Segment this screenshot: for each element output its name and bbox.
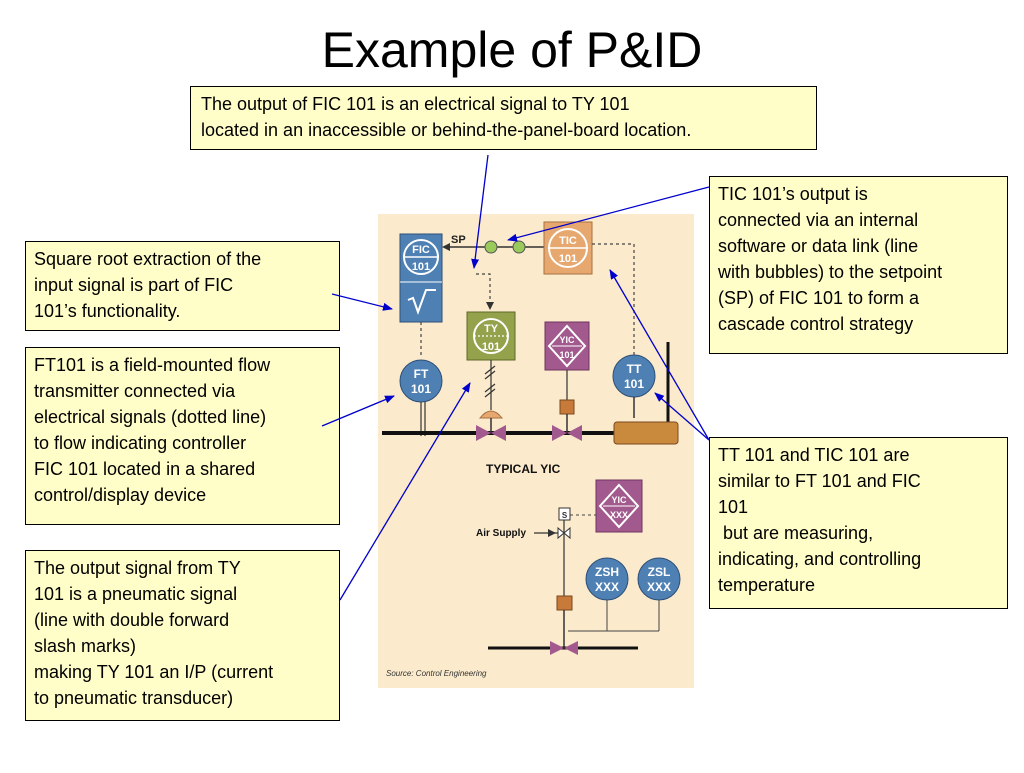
callout-line: electrical signals (dotted line) <box>34 407 267 427</box>
yic-tag: YIC <box>559 335 575 345</box>
tic-101-instrument: TIC 101 <box>543 221 593 275</box>
yic-xxx-number: XXX <box>610 510 628 520</box>
ft-number: 101 <box>411 382 431 396</box>
source-label: Source: Control Engineering <box>386 669 487 678</box>
solenoid-valve: S <box>557 507 571 608</box>
zsh-xxx-instrument: ZSH XXX <box>585 557 629 601</box>
callout-ty101-output: The output signal from TY 101 is a pneum… <box>25 550 340 721</box>
zsh-tag: ZSH <box>595 565 619 579</box>
callout-line: with bubbles) to the setpoint <box>718 262 943 282</box>
pid-diagram: SP FIC 101 TIC 101 TY 101 YIC 101 <box>378 214 694 688</box>
page-title: Example of P&ID <box>321 22 703 78</box>
callout-line: The output of FIC 101 is an electrical s… <box>201 94 630 114</box>
callout-line: transmitter connected via <box>34 381 236 401</box>
callout-line: to flow indicating controller <box>34 433 247 453</box>
air-supply-arrow <box>548 529 556 537</box>
zsl-tag: ZSL <box>648 565 671 579</box>
ty-101-instrument: TY 101 <box>466 311 516 361</box>
tic-tag: TIC <box>559 235 577 247</box>
ft-tag: FT <box>414 367 429 381</box>
tt-101-instrument: TT 101 <box>612 354 656 398</box>
callout-line: The output signal from TY <box>34 558 241 578</box>
callout-line: 101 <box>718 497 749 517</box>
callout-line: TIC 101’s output is <box>718 184 868 204</box>
callout-tic-output: TIC 101’s output is connected via an int… <box>709 176 1008 354</box>
zsl-number: XXX <box>647 580 671 594</box>
callout-line: FT101 is a field-mounted flow <box>34 355 271 375</box>
callout-line: temperature <box>718 575 816 595</box>
yic-number: 101 <box>559 350 574 360</box>
callout-line: connected via an internal <box>718 210 919 230</box>
callout-square-root: Square root extraction of the input sign… <box>25 241 340 331</box>
callout-line: input signal is part of FIC <box>34 275 234 295</box>
callout-line: similar to FT 101 and FIC <box>718 471 921 491</box>
yic-xxx-tag: YIC <box>611 495 627 505</box>
control-valve-2 <box>552 399 582 441</box>
yic-xxx-instrument: YIC XXX <box>595 479 643 533</box>
callout-line: making TY 101 an I/P (current <box>34 662 274 682</box>
callout-line: software or data link (line <box>718 236 919 256</box>
ty-signal-arrow <box>486 302 494 310</box>
callout-line: slash marks) <box>34 636 137 656</box>
ty-number: 101 <box>482 341 500 353</box>
control-valve-1 <box>476 410 506 441</box>
fic-number: 101 <box>412 261 430 273</box>
square-root-icon <box>407 289 436 315</box>
callout-ft101: FT101 is a field-mounted flow transmitte… <box>25 347 340 525</box>
callout-line: TT 101 and TIC 101 are <box>718 445 910 465</box>
callout-fic-output: The output of FIC 101 is an electrical s… <box>190 86 817 150</box>
fic-tag: FIC <box>412 244 430 256</box>
callout-line: cascade control strategy <box>718 314 914 334</box>
tt-number: 101 <box>624 377 644 391</box>
sp-label: SP <box>451 234 466 246</box>
typical-yic-label: TYPICAL YIC <box>486 462 561 476</box>
thermowell <box>613 421 679 445</box>
callout-line: but are measuring, <box>718 523 874 543</box>
zsl-xxx-instrument: ZSL XXX <box>637 557 681 601</box>
callout-line: 101 is a pneumatic signal <box>34 584 238 604</box>
callout-line: 101’s functionality. <box>34 301 181 321</box>
pneumatic-signal-line <box>484 360 496 410</box>
limit-switch-lines <box>568 600 660 632</box>
callout-tt101-tic101: TT 101 and TIC 101 are similar to FT 101… <box>709 437 1008 609</box>
ty-tag: TY <box>484 323 499 335</box>
callout-line: FIC 101 located in a shared <box>34 459 256 479</box>
callout-line: (line with double forward <box>34 610 230 630</box>
callout-line: Square root extraction of the <box>34 249 262 269</box>
fic-101-instrument: FIC 101 <box>399 233 443 323</box>
yic-101-instrument: YIC 101 <box>544 321 590 371</box>
control-valve-3 <box>488 595 638 655</box>
solenoid-label: S <box>562 511 568 520</box>
callout-line: located in an inaccessible or behind-the… <box>201 120 692 140</box>
tic-number: 101 <box>559 253 577 265</box>
callout-line: control/display device <box>34 485 207 505</box>
callout-line: (SP) of FIC 101 to form a <box>718 288 920 308</box>
zsh-number: XXX <box>595 580 619 594</box>
ft-101-instrument: FT 101 <box>399 359 443 403</box>
tt-tag: TT <box>627 362 642 376</box>
air-supply-label: Air Supply <box>476 528 526 539</box>
callout-line: to pneumatic transducer) <box>34 688 234 708</box>
callout-line: indicating, and controlling <box>718 549 922 569</box>
